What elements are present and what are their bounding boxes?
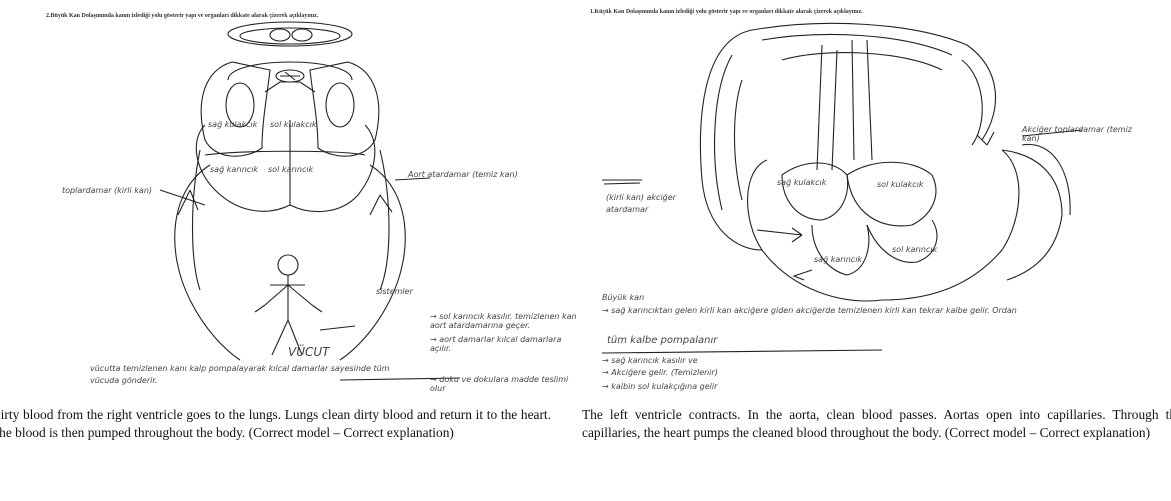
right-label-akciger-toplardamar: Akciğer toplardamar (temiz kan) [1022, 125, 1132, 143]
right-note-5: → Akciğere gelir. (Temizlenir) [602, 368, 718, 377]
left-label-sol-kulakcik: sol kulakcık [270, 120, 317, 129]
left-label-toplardamar: toplardamar (kirli kan) [62, 186, 152, 195]
right-label-akciger-atardamar: (kirli kan) akciğer atardamar [606, 192, 676, 216]
right-label-sag-kulakcik: sağ kulakcık [777, 178, 826, 187]
left-label-sistemler: sistemler [376, 287, 413, 296]
right-figure-caption: The left ventricle contracts. In the aor… [582, 406, 1171, 442]
right-note-2: → sağ karıncıktan gelen kirli kan akciğe… [602, 305, 1102, 317]
left-note-2: → aort damarlar kılcal damarlara açılır. [430, 335, 580, 353]
left-note-1: → sol karıncık kasılır. temizlenen kan a… [430, 312, 580, 330]
right-label-sol-kulakcik: sol kulakcık [877, 180, 924, 189]
left-label-sag-karincik: sağ karıncık [210, 165, 258, 174]
right-note-3: tüm kalbe pompalanır [607, 335, 717, 346]
right-label-sag-karincik: sağ karıncık [814, 255, 862, 264]
right-label-sol-karincik: sol karıncık [892, 245, 937, 254]
left-bottom-handwriting: vücutta temizlenen kanı kalp pompalayara… [90, 363, 420, 387]
left-figure-panel: 2.Büyük Kan Dolaşımında kanın izlediği y… [0, 0, 575, 501]
right-figure-panel: 1.Küçük Kan Dolaşımında kanın izlediği y… [582, 0, 1171, 501]
left-label-vucut: VÜCUT [288, 345, 329, 359]
left-label-atardamar: Aort atardamar (temiz kan) [408, 170, 518, 179]
right-note-6: → kalbin sol kulakçığına gelir [602, 382, 717, 391]
left-figure-caption: Dirty blood from the right ventricle goe… [0, 406, 551, 442]
right-note-4: → sağ karıncık kasılır ve [602, 356, 698, 365]
right-note-1: Büyük kan [602, 293, 644, 302]
left-note-3: → doku ve dokulara madde teslimi olur [430, 375, 580, 393]
left-label-sag-kulakcik: sağ kulakcık [208, 120, 257, 129]
left-label-sol-karincik: sol karıncık [268, 165, 313, 174]
